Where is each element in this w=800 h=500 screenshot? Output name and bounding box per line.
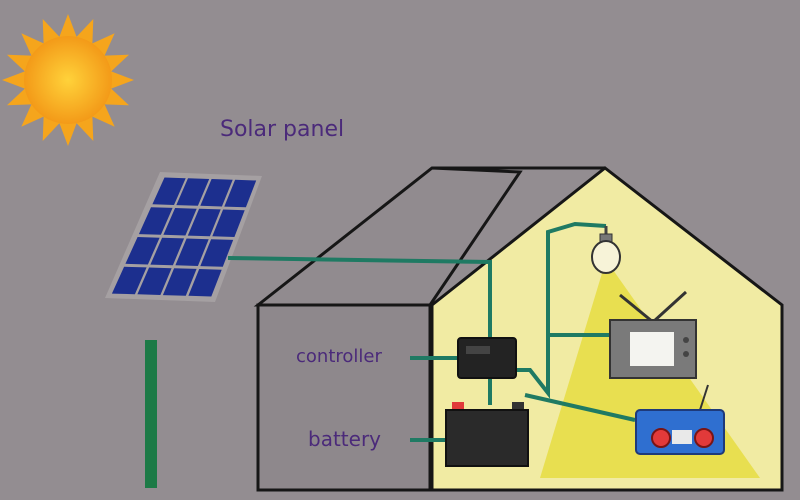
solar-cell [162,268,197,296]
solar-cell [187,208,221,237]
solar-cell [175,238,209,266]
solar-cell [150,237,185,266]
controller-icon [457,337,517,379]
solar-cell [188,269,222,297]
solar-cell [200,179,233,207]
solar-panel-label: Solar panel [220,117,344,142]
solar-cell [137,267,172,295]
light-bulb-icon [591,226,621,274]
solar-cell [212,209,245,237]
solar-cell [200,239,234,267]
solar-cell [111,266,147,295]
battery-label: battery [308,427,381,451]
wires [227,221,636,442]
solar-cell [224,179,257,208]
radio-icon [635,384,725,455]
solar-cell [125,237,160,265]
solar-cell [152,177,186,205]
tv-icon [609,290,697,379]
controller-label: controller [296,346,382,367]
solar-cell [176,178,210,206]
panel-pole [145,340,157,488]
battery-icon [445,402,529,467]
sun-icon [2,14,134,146]
solar-cell [163,208,197,236]
solar-cell [138,207,173,235]
solar-panel-icon [105,172,262,302]
